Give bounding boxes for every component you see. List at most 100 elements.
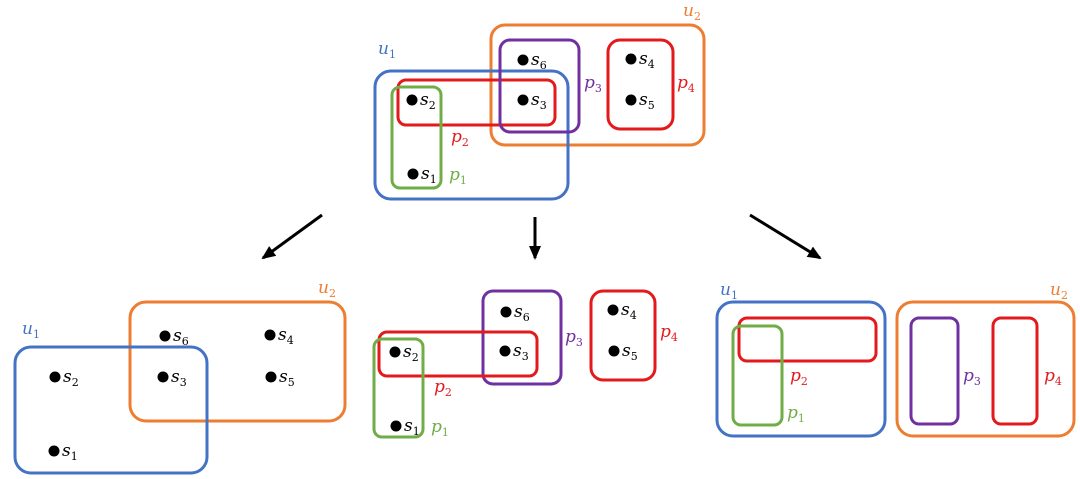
set-label-u2-user-view-subscript: 2 bbox=[329, 287, 336, 300]
set-box-p1 bbox=[390, 85, 443, 190]
set-label-p3-partition-view: p3 bbox=[565, 327, 583, 349]
element-label-s2-base: s bbox=[420, 90, 429, 110]
element-label-s3-subscript: 3 bbox=[522, 350, 529, 363]
element-dot-s6 bbox=[159, 330, 171, 342]
set-label-p1-partition-view-base: p bbox=[431, 417, 442, 437]
element-dot-s5 bbox=[625, 94, 637, 106]
set-label-u2-combined-base: u bbox=[683, 1, 694, 21]
set-box-u1 bbox=[13, 345, 209, 475]
set-label-u1-user-view: u1 bbox=[22, 319, 40, 341]
element-label-s4: s4 bbox=[278, 325, 294, 347]
set-label-p4-combined: p4 bbox=[677, 73, 695, 95]
element-label-s1-subscript: 1 bbox=[413, 425, 420, 438]
element-label-s4-subscript: 4 bbox=[287, 334, 294, 347]
set-label-u1-nested-view-subscript: 1 bbox=[731, 289, 738, 302]
element-label-s5-subscript: 5 bbox=[631, 350, 638, 363]
element-label-s1-base: s bbox=[421, 164, 430, 184]
set-box-p4 bbox=[606, 38, 675, 131]
element-dot-s6 bbox=[517, 54, 529, 66]
set-label-u2-nested-view: u2 bbox=[1050, 280, 1068, 302]
set-label-p2-combined: p2 bbox=[451, 127, 469, 149]
element-s2: s2 bbox=[49, 367, 79, 389]
element-dot-s1 bbox=[390, 420, 402, 432]
panel-combined bbox=[373, 23, 706, 201]
set-label-u2-combined-subscript: 2 bbox=[694, 10, 701, 23]
set-label-p1-partition-view-subscript: 1 bbox=[442, 426, 449, 439]
set-label-p1-combined: p1 bbox=[449, 165, 467, 187]
set-label-p3-nested-view-subscript: 3 bbox=[974, 375, 981, 388]
set-label-p4-combined-base: p bbox=[677, 73, 688, 93]
set-label-u1-combined-subscript: 1 bbox=[389, 48, 396, 61]
set-box-p3 bbox=[498, 38, 581, 134]
element-dot-s3 bbox=[499, 345, 511, 357]
set-box-p1 bbox=[731, 324, 784, 427]
set-label-p1-combined-subscript: 1 bbox=[460, 174, 467, 187]
element-label-s2: s2 bbox=[403, 342, 419, 364]
element-label-s2-base: s bbox=[63, 367, 72, 387]
element-label-s5-subscript: 5 bbox=[648, 99, 655, 112]
element-label-s2: s2 bbox=[420, 90, 436, 112]
element-label-s1-base: s bbox=[404, 416, 413, 436]
set-label-p2-nested-view-subscript: 2 bbox=[801, 375, 808, 388]
panel-nested-view bbox=[715, 300, 1076, 438]
element-label-s1-base: s bbox=[62, 441, 71, 461]
element-label-s6-subscript: 6 bbox=[540, 59, 547, 72]
set-label-p2-partition-view-subscript: 2 bbox=[445, 386, 452, 399]
set-label-p2-nested-view-base: p bbox=[790, 366, 801, 386]
set-label-p2-combined-subscript: 2 bbox=[462, 136, 469, 149]
set-box-p4 bbox=[991, 316, 1039, 426]
element-s1: s1 bbox=[48, 441, 78, 463]
set-label-u1-user-view-base: u bbox=[22, 319, 33, 339]
element-dot-s2 bbox=[389, 346, 401, 358]
element-label-s5-base: s bbox=[622, 341, 631, 361]
element-label-s1: s1 bbox=[421, 164, 437, 186]
element-label-s1: s1 bbox=[404, 416, 420, 438]
element-label-s6: s6 bbox=[531, 50, 547, 72]
set-label-p2-nested-view: p2 bbox=[790, 366, 808, 388]
element-label-s6-base: s bbox=[531, 50, 540, 70]
element-s6: s6 bbox=[500, 302, 530, 324]
element-label-s6-base: s bbox=[514, 302, 523, 322]
element-s4: s4 bbox=[264, 325, 294, 347]
element-label-s3: s3 bbox=[531, 90, 547, 112]
element-label-s5: s5 bbox=[639, 90, 655, 112]
set-label-p3-combined-subscript: 3 bbox=[595, 82, 602, 95]
element-dot-s3 bbox=[157, 371, 169, 383]
element-label-s2-subscript: 2 bbox=[429, 99, 436, 112]
element-dot-s5 bbox=[265, 371, 277, 383]
element-label-s6: s6 bbox=[173, 326, 189, 348]
set-label-p2-combined-base: p bbox=[451, 127, 462, 147]
element-label-s3-base: s bbox=[531, 90, 540, 110]
element-s3: s3 bbox=[499, 341, 529, 363]
panel-partition-view bbox=[372, 289, 657, 439]
element-label-s3-subscript: 3 bbox=[540, 99, 547, 112]
set-label-p3-combined: p3 bbox=[584, 73, 602, 95]
set-label-u1-nested-view-base: u bbox=[720, 280, 731, 300]
element-label-s3: s3 bbox=[171, 367, 187, 389]
set-label-p1-nested-view-base: p bbox=[787, 403, 798, 423]
element-label-s4-base: s bbox=[639, 49, 648, 69]
element-label-s6-subscript: 6 bbox=[523, 311, 530, 324]
set-label-p3-partition-view-base: p bbox=[565, 327, 576, 347]
set-label-u2-user-view: u2 bbox=[318, 278, 336, 300]
set-label-p4-nested-view: p4 bbox=[1044, 366, 1062, 388]
set-box-p2 bbox=[377, 330, 539, 378]
set-label-p3-nested-view: p3 bbox=[963, 366, 981, 388]
element-s6: s6 bbox=[517, 50, 547, 72]
set-box-p4 bbox=[589, 289, 657, 382]
element-dot-s1 bbox=[407, 168, 419, 180]
element-dot-s4 bbox=[607, 304, 619, 316]
element-dot-s2 bbox=[406, 94, 418, 106]
element-label-s6-base: s bbox=[173, 326, 182, 346]
element-label-s5: s5 bbox=[622, 341, 638, 363]
element-label-s5-subscript: 5 bbox=[288, 376, 295, 389]
set-box-u2 bbox=[895, 300, 1076, 438]
set-box-u2 bbox=[489, 23, 706, 147]
element-s3: s3 bbox=[517, 90, 547, 112]
element-dot-s2 bbox=[49, 371, 61, 383]
element-s2: s2 bbox=[389, 342, 419, 364]
set-label-u1-combined: u1 bbox=[378, 39, 396, 61]
element-dot-s4 bbox=[625, 53, 637, 65]
element-label-s5-base: s bbox=[279, 367, 288, 387]
